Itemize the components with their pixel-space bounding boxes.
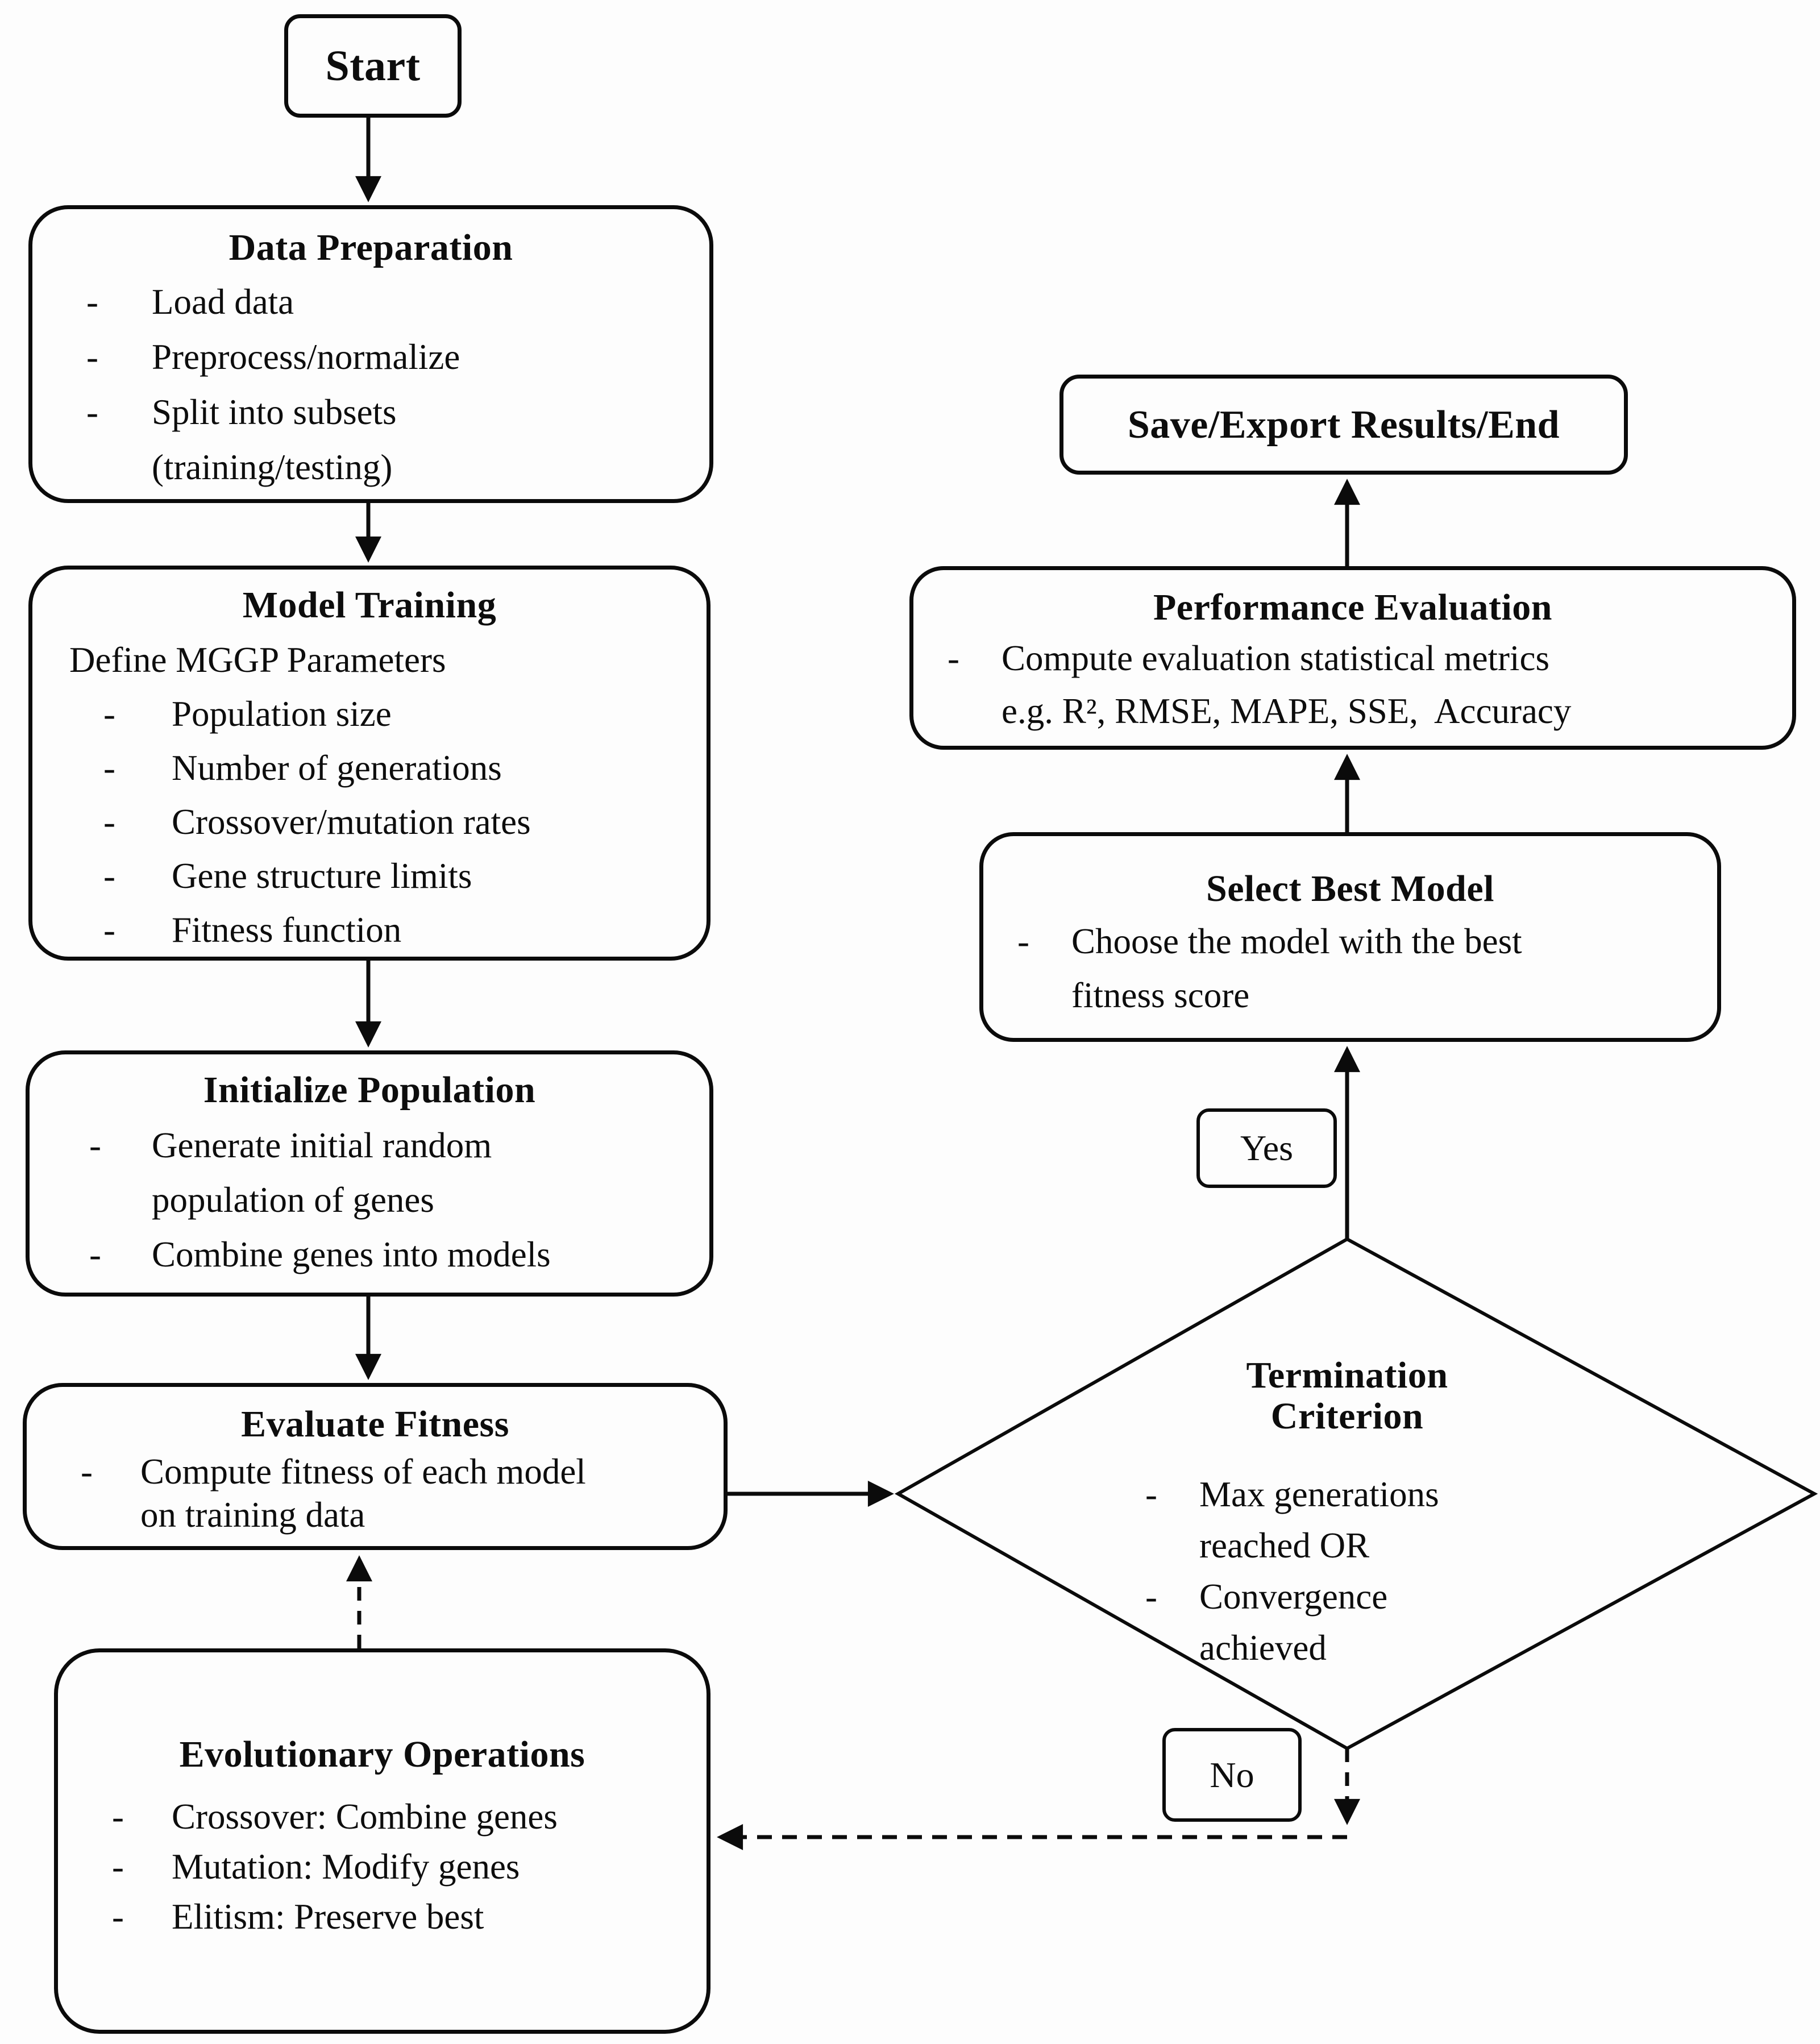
model-training-subtitle: Define MGGP Parameters <box>69 640 446 680</box>
start-label: Start <box>325 41 421 90</box>
yes-label-text: Yes <box>1240 1128 1294 1168</box>
node-initialize-population: Initialize Population - Generate initial… <box>26 1050 713 1297</box>
list-item: achieved <box>1199 1628 1327 1668</box>
performance-evaluation-list: - Compute evaluation statistical metrics… <box>913 632 1792 738</box>
evaluate-fitness-title: Evaluate Fitness <box>241 1403 509 1445</box>
list-item: - Compute evaluation statistical metrics <box>948 638 1550 678</box>
yes-branch-label: Yes <box>1196 1108 1337 1188</box>
list-item: - Generate initial random <box>89 1125 492 1165</box>
model-training-list: - Population size - Number of generation… <box>32 687 707 957</box>
list-item: - Population size <box>103 694 392 734</box>
list-item: - Preprocess/normalize <box>86 337 460 377</box>
list-item: - Compute fitness of each model <box>81 1452 586 1492</box>
node-evolutionary-operations: Evolutionary Operations - Crossover: Com… <box>54 1648 710 2034</box>
list-item: - Split into subsets <box>86 392 397 432</box>
list-item: - Fitness function <box>103 910 402 950</box>
node-save-export: Save/Export Results/End <box>1059 375 1628 475</box>
list-item: - Choose the model with the best <box>1017 921 1522 961</box>
save-export-label: Save/Export Results/End <box>1127 402 1560 447</box>
node-performance-evaluation: Performance Evaluation - Compute evaluat… <box>909 566 1796 750</box>
list-item: - Gene structure limits <box>103 856 472 896</box>
termination-criterion-list: - Max generations reached OR - Convergen… <box>1069 1469 1626 1673</box>
node-select-best-model: Select Best Model - Choose the model wit… <box>979 832 1721 1042</box>
node-evaluate-fitness: Evaluate Fitness - Compute fitness of ea… <box>23 1383 728 1550</box>
list-item: population of genes <box>152 1180 434 1220</box>
list-item: - Elitism: Preserve best <box>112 1897 484 1937</box>
data-preparation-list: - Load data - Preprocess/normalize - Spl… <box>32 275 709 495</box>
termination-criterion-title-line2: Criterion <box>1270 1395 1424 1437</box>
evolutionary-operations-title: Evolutionary Operations <box>179 1734 585 1775</box>
node-data-preparation: Data Preparation - Load data - Preproces… <box>28 205 713 503</box>
list-item: reached OR <box>1199 1526 1370 1565</box>
data-preparation-title: Data Preparation <box>228 227 513 268</box>
list-item: - Combine genes into models <box>89 1235 551 1274</box>
no-label-text: No <box>1210 1754 1254 1795</box>
evolutionary-operations-list: - Crossover: Combine genes - Mutation: M… <box>58 1792 707 1942</box>
node-termination-criterion: Termination Criterion - Max generations … <box>1069 1355 1626 1673</box>
list-item: - Crossover: Combine genes <box>112 1797 558 1837</box>
model-training-title: Model Training <box>242 584 497 626</box>
termination-criterion-title-line1: Termination <box>1246 1355 1448 1396</box>
initialize-population-title: Initialize Population <box>203 1069 536 1111</box>
list-item: - Crossover/mutation rates <box>103 802 531 842</box>
list-item: - Number of generations <box>103 748 502 788</box>
select-best-model-title: Select Best Model <box>1206 868 1494 909</box>
no-branch-label: No <box>1162 1728 1302 1822</box>
initialize-population-list: - Generate initial random population of … <box>30 1118 709 1282</box>
evaluate-fitness-list: - Compute fitness of each model on train… <box>27 1450 724 1536</box>
performance-evaluation-title: Performance Evaluation <box>1153 587 1553 628</box>
select-best-model-list: - Choose the model with the best fitness… <box>983 915 1717 1023</box>
node-start: Start <box>284 14 462 118</box>
list-item: - Convergence <box>1145 1577 1388 1617</box>
list-item: - Mutation: Modify genes <box>112 1847 520 1887</box>
list-item: on training data <box>140 1495 365 1535</box>
list-item: e.g. R², RMSE, MAPE, SSE, Accuracy <box>1002 691 1572 731</box>
node-model-training: Model Training Define MGGP Parameters - … <box>28 566 710 961</box>
list-item: - Max generations <box>1145 1474 1439 1514</box>
list-item: fitness score <box>1071 975 1250 1015</box>
list-item: - Load data <box>86 282 294 322</box>
list-item: (training/testing) <box>152 447 393 487</box>
